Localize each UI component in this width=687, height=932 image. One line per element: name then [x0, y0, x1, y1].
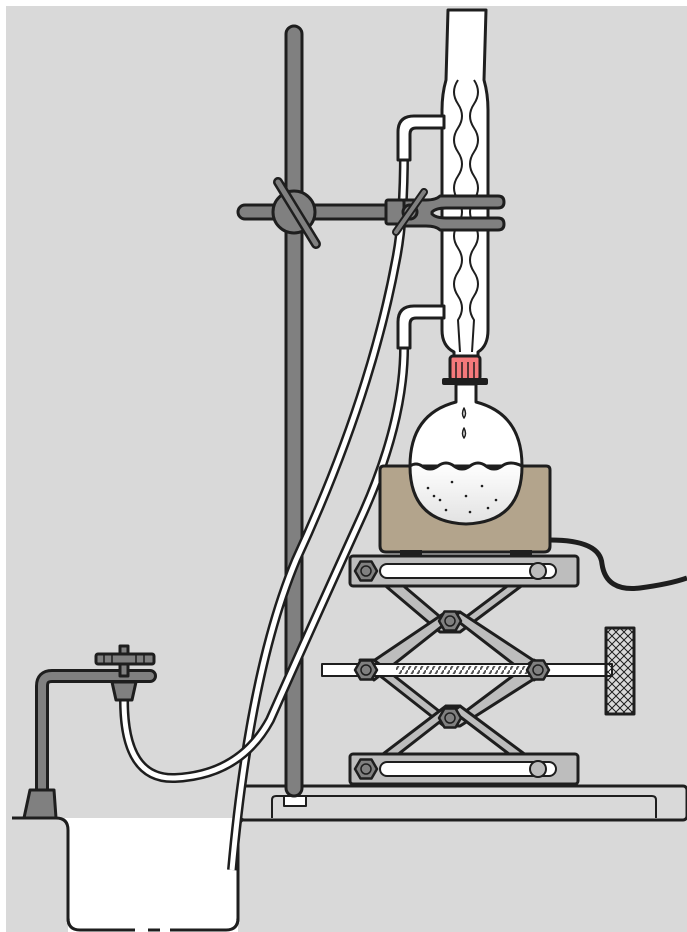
lab-jack-adjust-knob: [604, 626, 636, 716]
stand-base: [238, 784, 687, 822]
boiling-liquid: [408, 461, 524, 526]
water-outlet-hose: [227, 151, 409, 871]
water-inlet-hose: [119, 339, 410, 784]
water-tap: [22, 644, 157, 820]
boss-head-clamp: [236, 177, 410, 249]
condenser-clamp: [384, 188, 506, 236]
reflux-condenser: [396, 8, 490, 372]
lab-jack: [321, 554, 613, 786]
power-cable: [549, 537, 687, 591]
keck-clip: [442, 354, 488, 385]
